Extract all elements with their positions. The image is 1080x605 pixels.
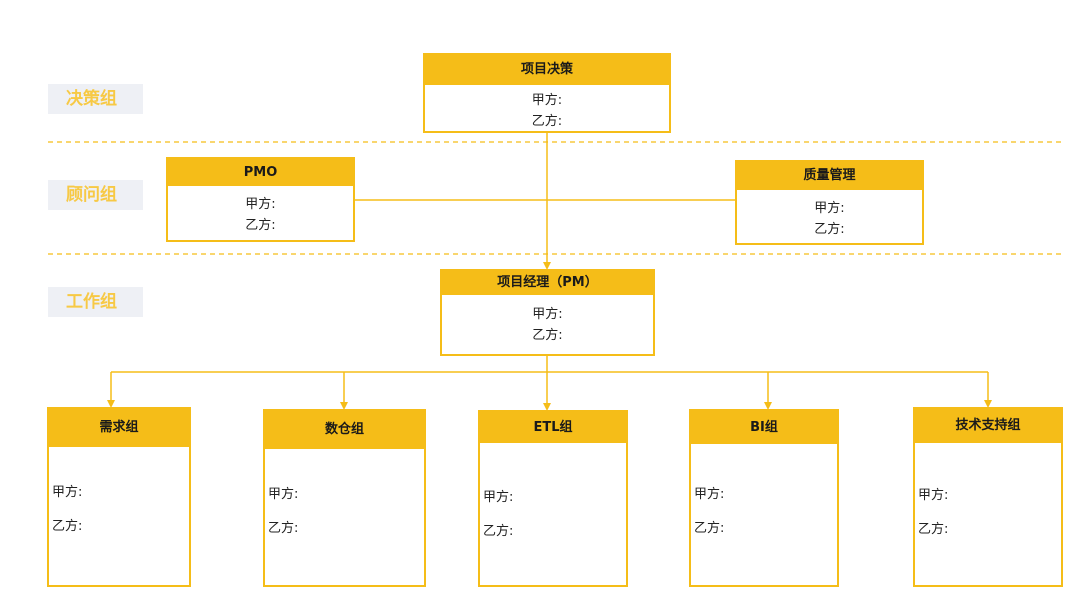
party-b-label: 乙方: [694, 521, 725, 536]
node-bi-group: BI组 甲方: 乙方: [689, 409, 839, 587]
party-a-label: 甲方: [245, 197, 276, 212]
node-pmo: PMO 甲方: 乙方: [166, 157, 355, 242]
party-a-label: 甲方: [483, 490, 514, 505]
group-label-advisory: 顾问组 [48, 180, 143, 210]
node-title: 数仓组 [265, 411, 424, 449]
party-b-label: 乙方: [483, 524, 514, 539]
node-body: 甲方: 乙方: [691, 484, 837, 539]
node-title: BI组 [691, 411, 837, 444]
arrow-to-etl [543, 403, 551, 411]
node-title: 项目经理（PM） [442, 271, 653, 295]
party-a-label: 甲方: [918, 488, 949, 503]
node-etl-group: ETL组 甲方: 乙方: [478, 410, 628, 587]
node-project-decision: 项目决策 甲方: 乙方: [423, 53, 671, 133]
party-a-label: 甲方: [694, 487, 725, 502]
party-b-label: 乙方: [532, 328, 563, 343]
node-body: 甲方: 乙方: [480, 487, 626, 542]
node-title: 项目决策 [425, 55, 669, 85]
party-b-label: 乙方: [268, 521, 299, 536]
party-b-label: 乙方: [814, 222, 845, 237]
node-title: 质量管理 [737, 162, 922, 190]
node-title: PMO [168, 159, 353, 186]
node-data-warehouse-group: 数仓组 甲方: 乙方: [263, 409, 426, 587]
group-label-working: 工作组 [48, 287, 143, 317]
party-b-label: 乙方: [531, 114, 563, 129]
party-b-label: 乙方: [52, 519, 83, 534]
node-title: 技术支持组 [915, 409, 1061, 443]
party-a-label: 甲方: [531, 93, 563, 108]
node-project-manager: 项目经理（PM） 甲方: 乙方: [440, 269, 655, 356]
node-requirements-group: 需求组 甲方: 乙方: [47, 407, 191, 587]
node-title: 需求组 [49, 409, 189, 447]
arrow-to-requirements [107, 400, 115, 408]
node-tech-support-group: 技术支持组 甲方: 乙方: [913, 407, 1063, 587]
node-body: 甲方: 乙方: [442, 295, 653, 346]
node-body: 甲方: 乙方: [168, 186, 353, 236]
party-a-label: 甲方: [814, 201, 845, 216]
node-body: 甲方: 乙方: [265, 484, 424, 539]
arrow-to-bi [764, 402, 772, 410]
node-body: 甲方: 乙方: [915, 485, 1061, 540]
party-a-label: 甲方: [52, 485, 83, 500]
node-quality-management: 质量管理 甲方: 乙方: [735, 160, 924, 245]
arrow-to-pm [543, 262, 551, 270]
node-title: ETL组 [480, 412, 626, 443]
node-body: 甲方: 乙方: [49, 482, 189, 537]
party-b-label: 乙方: [918, 522, 949, 537]
node-body: 甲方: 乙方: [425, 85, 669, 132]
group-label-decision: 决策组 [48, 84, 143, 114]
party-a-label: 甲方: [532, 307, 563, 322]
party-b-label: 乙方: [245, 218, 276, 233]
party-a-label: 甲方: [268, 487, 299, 502]
arrow-to-tech-support [984, 400, 992, 408]
arrow-to-data-warehouse [340, 402, 348, 410]
node-body: 甲方: 乙方: [737, 190, 922, 240]
